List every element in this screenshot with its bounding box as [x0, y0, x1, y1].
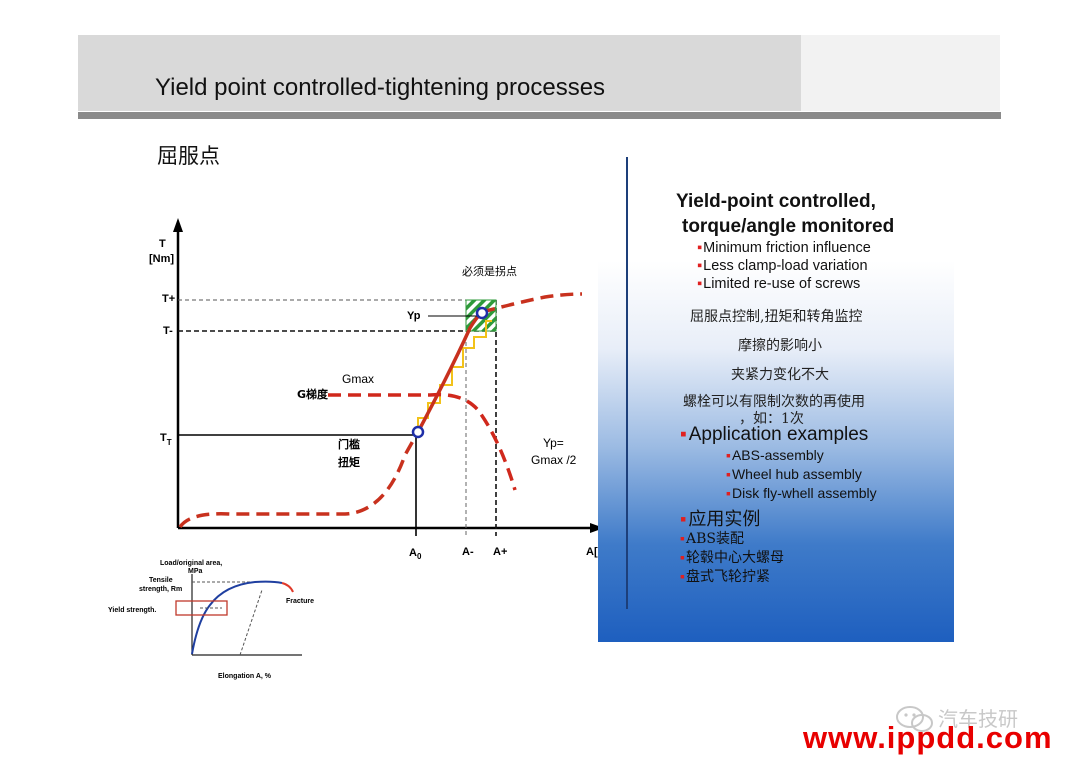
inset-x-label: Elongation A, %	[218, 673, 272, 680]
panel-cn-app-heading: 应用实例	[680, 505, 760, 531]
tick-a0: A0	[409, 547, 422, 561]
title-band-right	[801, 35, 1000, 111]
panel-bullet-3: Limited re-use of screws	[697, 276, 860, 292]
panel-cn-app-item-3: 盘式飞轮拧紧	[680, 566, 770, 586]
inset-curve	[191, 580, 283, 655]
inset-yield-box	[175, 600, 228, 616]
inset-tensile-2: strength, Rm	[139, 586, 182, 593]
inset-fracture-label: Fracture	[286, 598, 314, 605]
label-gmax: Gmax	[342, 372, 374, 386]
threshold-point-marker	[411, 425, 425, 439]
panel-cn-3: 夹紧力变化不大	[731, 367, 829, 383]
tick-t-threshold: TT	[160, 432, 172, 447]
label-yp-formula-2: Gmax /2	[531, 453, 577, 467]
inset-tensile-1: Tensile	[149, 577, 173, 584]
panel-app-item-3: Disk fly-whell assembly	[726, 485, 877, 501]
slide-subtitle: 屈服点	[157, 144, 220, 168]
label-threshold-2: 扭矩	[338, 455, 360, 469]
panel-heading-2: torque/angle monitored	[682, 216, 895, 237]
panel-cn-4: 螺栓可以有限制次数的再使用	[683, 394, 865, 410]
panel-heading-1: Yield-point controlled,	[676, 191, 876, 212]
yield-point-marker	[475, 306, 489, 320]
tick-t-plus: T+	[162, 293, 175, 305]
inset-yield-label: Yield strength.	[108, 607, 156, 614]
tick-t-threshold-sub: T	[167, 438, 172, 447]
y-axis-arrow	[173, 218, 183, 232]
watermark-text: 汽车技研	[938, 707, 1018, 731]
inset-y-label-2: MPa	[188, 568, 203, 575]
wechat-icon	[896, 706, 933, 732]
panel-app-item-2: Wheel hub assembly	[726, 466, 862, 482]
label-g-gradient: G梯度	[297, 387, 329, 401]
title-rule	[78, 112, 1001, 119]
panel-cn-5: ，如：1次	[739, 411, 804, 427]
inset-fracture-curve	[281, 582, 294, 593]
panel-cn-2: 摩擦的影响小	[738, 338, 822, 354]
panel-bullet-2: Less clamp-load variation	[697, 258, 867, 274]
panel-divider	[626, 157, 628, 609]
torque-curve-dashed	[178, 292, 583, 529]
label-threshold-1: 门槛	[338, 437, 360, 451]
panel-cn-app-item-1: ABS装配	[680, 528, 744, 548]
watermark-url: www.ippdd.com	[803, 720, 1053, 755]
tick-a-minus: A-	[462, 546, 474, 558]
panel-app-heading: Application examples	[680, 424, 869, 446]
label-must-be-inflection: 必须是拐点	[462, 264, 517, 278]
label-yp: Yp	[407, 310, 421, 322]
panel-bullet-1: Minimum friction influence	[697, 240, 871, 256]
title-band	[78, 35, 801, 111]
panel-app-item-1: ABS-assembly	[726, 447, 824, 463]
label-yp-formula-1: Yp=	[543, 436, 564, 450]
inset-offset-line	[239, 589, 263, 656]
panel-cn-app-item-2: 轮毂中心大螺母	[680, 547, 784, 567]
tick-t-minus: T-	[163, 325, 173, 337]
tick-a0-sub: 0	[417, 552, 422, 561]
tick-a-plus: A+	[493, 546, 507, 558]
y-axis-label-unit: [Nm]	[149, 253, 174, 265]
slide-title: Yield point controlled-tightening proces…	[155, 74, 606, 101]
y-axis-label-t: T	[159, 238, 166, 250]
x-axis-arrow	[590, 523, 604, 533]
inset-y-label-1: Load/original area,	[160, 560, 222, 567]
panel-cn-1: 屈服点控制,扭矩和转角监控	[690, 309, 863, 325]
